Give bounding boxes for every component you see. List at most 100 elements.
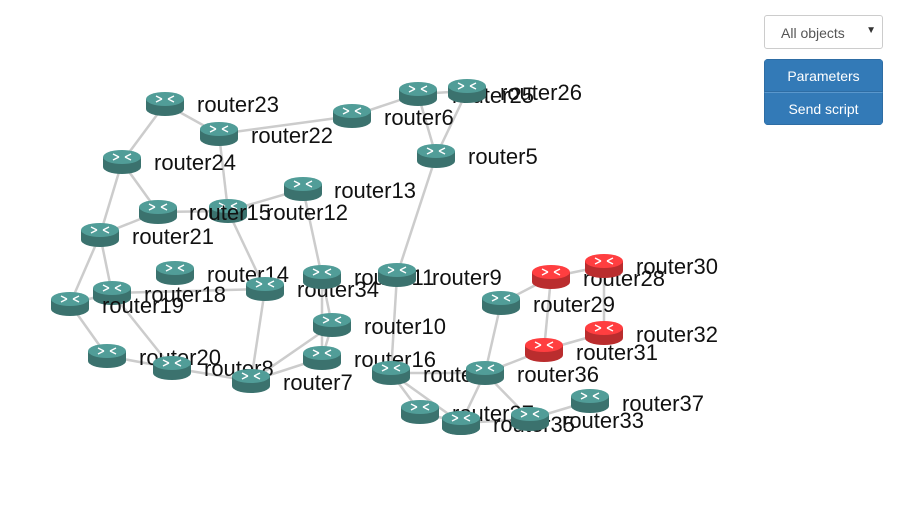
router-arrows-icon — [218, 202, 238, 210]
router-node-router24[interactable] — [103, 150, 141, 174]
link-router13-router11 — [301, 188, 324, 278]
router-arrows-icon — [102, 284, 122, 292]
router-label-router12: router12 — [266, 200, 348, 225]
router-node-router14[interactable] — [156, 261, 194, 285]
router-node-router38[interactable] — [442, 411, 480, 435]
router-node-router6[interactable] — [333, 104, 371, 128]
router-icon-top — [378, 263, 416, 277]
router-arrows-icon — [162, 359, 182, 367]
router-label-router29: router29 — [533, 292, 615, 317]
router-arrows-icon — [293, 180, 313, 188]
router-node-router7[interactable] — [232, 369, 270, 393]
router-icon-top — [585, 321, 623, 335]
router-arrows-icon — [322, 316, 342, 324]
router-icon-top — [448, 79, 486, 93]
router-arrows-icon — [457, 82, 477, 90]
router-arrows-icon — [112, 153, 132, 161]
link-router18-router8 — [111, 292, 173, 369]
router-node-router15[interactable] — [209, 199, 247, 223]
router-icon-top — [156, 261, 194, 275]
router-arrows-icon — [520, 410, 540, 418]
send-script-button[interactable]: Send script — [764, 92, 883, 125]
router-arrows-icon — [426, 147, 446, 155]
router-icon-top — [303, 265, 341, 279]
router-icon-top — [103, 150, 141, 164]
router-node-router13[interactable] — [284, 177, 322, 201]
router-icon-top — [51, 292, 89, 306]
router-node-router8[interactable] — [153, 356, 191, 380]
router-node-router17[interactable] — [372, 361, 410, 385]
router-icon-top — [525, 338, 563, 352]
router-node-router34[interactable] — [246, 277, 284, 301]
router-icon-top — [232, 369, 270, 383]
link-router9-router17 — [389, 274, 399, 374]
nodes-layer: router23router22router24router6router25r… — [51, 79, 718, 437]
router-arrows-icon — [387, 266, 407, 274]
router-label-router13: router13 — [334, 178, 416, 203]
router-label-router9: router9 — [432, 265, 502, 290]
router-node-router28[interactable] — [532, 265, 570, 289]
router-label-router26: router26 — [500, 80, 582, 105]
router-icon-top — [246, 277, 284, 291]
router-icon-top — [139, 200, 177, 214]
router-node-router19[interactable] — [51, 292, 89, 316]
router-node-router36[interactable] — [466, 361, 504, 385]
router-node-router31[interactable] — [525, 338, 563, 362]
router-icon-top — [466, 361, 504, 375]
router-icon-top — [313, 313, 351, 327]
router-arrows-icon — [408, 85, 428, 93]
router-arrows-icon — [209, 125, 229, 133]
router-label-router32: router32 — [636, 322, 718, 347]
link-router34-router7 — [249, 288, 267, 382]
router-icon-top — [571, 389, 609, 403]
router-node-router25[interactable] — [399, 82, 437, 106]
router-node-router16[interactable] — [303, 346, 341, 370]
router-node-router11[interactable] — [303, 265, 341, 289]
router-label-router21: router21 — [132, 224, 214, 249]
link-router5-router9 — [395, 155, 438, 276]
router-node-router33[interactable] — [511, 407, 549, 431]
router-arrows-icon — [342, 107, 362, 115]
router-node-router26[interactable] — [448, 79, 486, 103]
router-node-router12[interactable] — [139, 200, 177, 224]
router-arrows-icon — [148, 203, 168, 211]
router-icon-top — [372, 361, 410, 375]
router-icon-top — [482, 291, 520, 305]
link-router24-router21 — [98, 161, 124, 236]
router-label-router15: router15 — [189, 200, 271, 225]
router-arrows-icon — [241, 372, 261, 380]
router-label-router19: router19 — [102, 293, 184, 318]
router-node-router22[interactable] — [200, 122, 238, 146]
router-label-router36: router36 — [517, 362, 599, 387]
object-filter-select[interactable]: All objects ▼ — [764, 15, 883, 49]
router-node-router5[interactable] — [417, 144, 455, 168]
router-icon-top — [417, 144, 455, 158]
router-icon-top — [585, 254, 623, 268]
dropdown-caret-icon: ▼ — [866, 25, 876, 36]
action-button-group: Parameters Send script — [764, 59, 883, 125]
router-arrows-icon — [255, 280, 275, 288]
router-arrows-icon — [90, 226, 110, 234]
router-node-router21[interactable] — [81, 223, 119, 247]
router-icon-top — [284, 177, 322, 191]
router-icon-top — [303, 346, 341, 360]
object-filter-value: All objects — [781, 25, 845, 41]
router-node-router9[interactable] — [378, 263, 416, 287]
router-arrows-icon — [580, 392, 600, 400]
router-node-router23[interactable] — [146, 92, 184, 116]
router-icon-top — [532, 265, 570, 279]
router-node-router18[interactable] — [93, 281, 131, 305]
router-node-router29[interactable] — [482, 291, 520, 315]
router-label-router33: router33 — [562, 408, 644, 433]
router-node-router37[interactable] — [571, 389, 609, 413]
router-node-router20[interactable] — [88, 344, 126, 368]
parameters-button[interactable]: Parameters — [764, 59, 883, 92]
link-router22-router6 — [218, 114, 353, 136]
router-node-router32[interactable] — [585, 321, 623, 345]
router-label-router23: router23 — [197, 92, 279, 117]
router-node-router27[interactable] — [401, 400, 439, 424]
router-node-router30[interactable] — [585, 254, 623, 278]
router-label-router10: router10 — [364, 314, 446, 339]
router-node-router10[interactable] — [313, 313, 351, 337]
